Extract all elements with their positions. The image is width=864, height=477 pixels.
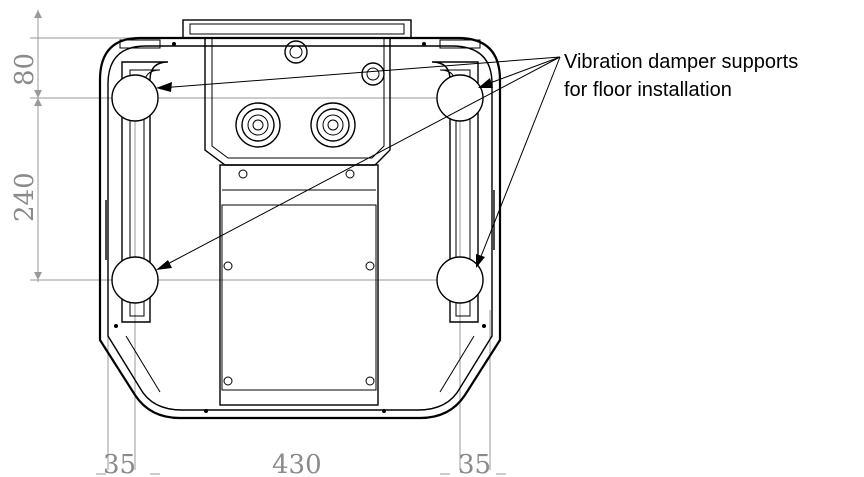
damper-top-left: [111, 74, 159, 122]
callout-line-2: for floor installation: [564, 79, 732, 101]
dim-430: 430: [272, 450, 322, 477]
dim-35-right: 35: [458, 450, 491, 477]
callout-line-1: Vibration damper supports: [564, 51, 798, 73]
pipe-connections: [235, 40, 385, 148]
dim-80: 80: [10, 53, 40, 86]
unit-housing: [98, 19, 502, 420]
damper-top-right: [436, 74, 484, 122]
screws: [114, 42, 486, 413]
dim-240: 240: [10, 172, 40, 222]
damper-bottom-left: [111, 256, 159, 304]
damper-bottom-right: [436, 256, 484, 304]
dim-35-left: 35: [103, 450, 136, 477]
damper-supports: [111, 74, 484, 304]
callout-leaders: [156, 56, 561, 270]
